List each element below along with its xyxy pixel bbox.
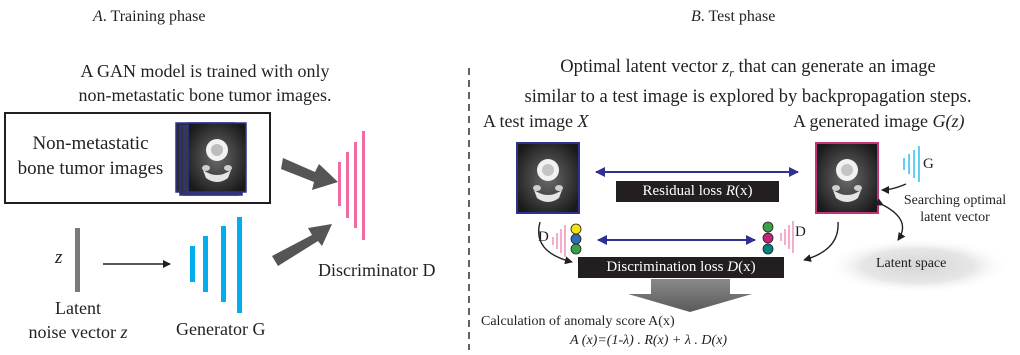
test-description: Optimal latent vector zr that can genera… xyxy=(478,55,1018,109)
training-description: A GAN model is trained with only non-met… xyxy=(45,59,365,107)
g-to-generated-curve xyxy=(881,183,907,194)
generator-icon-small xyxy=(903,146,920,182)
anomaly-down-arrow xyxy=(628,279,752,312)
residual-loss-symbol: R xyxy=(725,183,735,199)
generator-label: Generator G xyxy=(176,319,266,339)
generated-image-caption: A generated image G(z) xyxy=(793,111,964,132)
training-heading-letter: A xyxy=(93,8,103,25)
training-heading-text: . Training phase xyxy=(102,8,206,25)
generator-network xyxy=(190,217,242,313)
test-image-symbol: X xyxy=(577,111,589,131)
latent-caption-line2: noise vector xyxy=(28,322,116,342)
discriminator-label: Discriminator D xyxy=(318,260,436,280)
residual-loss-arg: (x) xyxy=(735,183,753,199)
search-caption-line2: latent vector xyxy=(920,210,990,225)
generator-to-discriminator-arrow xyxy=(272,224,332,266)
search-caption-line1: Searching optimal xyxy=(903,193,1007,208)
training-description-line1: A GAN model is trained with only xyxy=(80,61,330,81)
discrimination-loss-label: Discrimination loss xyxy=(606,259,724,275)
test-heading-letter: B xyxy=(691,8,701,25)
latent-caption-line1: Latent xyxy=(55,298,101,318)
discriminator-network xyxy=(338,131,365,240)
training-phase-heading: A. Training phase xyxy=(93,8,205,26)
d-label-left: D xyxy=(538,229,549,245)
dataset-label: Non-metastatic bone tumor images xyxy=(8,131,173,181)
discriminator-icon-right xyxy=(780,221,794,253)
dataset-to-discriminator-arrow xyxy=(281,158,338,190)
generated-image-label: A generated image xyxy=(793,111,928,131)
discrimination-loss-arg: (x) xyxy=(738,259,756,275)
dataset-label-line2: bone tumor images xyxy=(17,158,164,179)
anomaly-formula: A (x)=(1-λ) . R(x) + λ . D(x) xyxy=(570,333,728,348)
latent-space-label: Latent space xyxy=(876,256,947,271)
test-image xyxy=(516,142,580,214)
training-ct-stack xyxy=(175,122,247,196)
test-description-sym: z xyxy=(722,57,730,77)
dataset-label-line1: Non-metastatic xyxy=(32,133,149,154)
generated-image-symbol: G(z) xyxy=(932,111,965,131)
generated-to-d-curve xyxy=(803,221,839,262)
test-image-label: A test image xyxy=(483,111,573,131)
latent-caption-symbol: z xyxy=(120,322,128,342)
generated-image xyxy=(815,142,879,214)
latent-caption: Latent noise vector z xyxy=(8,296,148,344)
g-label: G xyxy=(923,156,934,172)
test-description-post: that can generate an image xyxy=(738,57,936,77)
discrimination-loss-box: Discrimination loss D(x) xyxy=(578,257,784,278)
search-curve xyxy=(874,198,906,241)
search-caption: Searching optimal latent vector xyxy=(896,192,1014,226)
anomaly-caption: Calculation of anomaly score A(x) xyxy=(481,314,675,329)
feature-dots-generated xyxy=(762,221,774,255)
residual-loss-box: Residual loss R(x) xyxy=(616,181,779,202)
latent-vector-bar xyxy=(75,228,80,292)
test-heading-text: . Test phase xyxy=(700,8,776,25)
feature-dots-test xyxy=(570,223,582,255)
test-phase-heading: B. Test phase xyxy=(691,8,775,26)
test-description-pre: Optimal latent vector xyxy=(560,57,718,77)
test-description-sub: r xyxy=(729,65,734,80)
latent-space-cloud xyxy=(826,235,1010,291)
test-to-d-curve xyxy=(538,221,573,265)
training-description-line2: non-metastatic bone tumor images. xyxy=(78,85,332,105)
latent-symbol: z xyxy=(55,247,63,268)
test-image-caption: A test image X xyxy=(483,111,588,132)
discriminator-icon-left xyxy=(552,225,566,257)
residual-loss-label: Residual loss xyxy=(642,183,723,199)
discrimination-loss-symbol: D xyxy=(727,259,739,275)
d-label-right: D xyxy=(795,224,806,240)
test-description-line2: similar to a test image is explored by b… xyxy=(524,86,972,107)
